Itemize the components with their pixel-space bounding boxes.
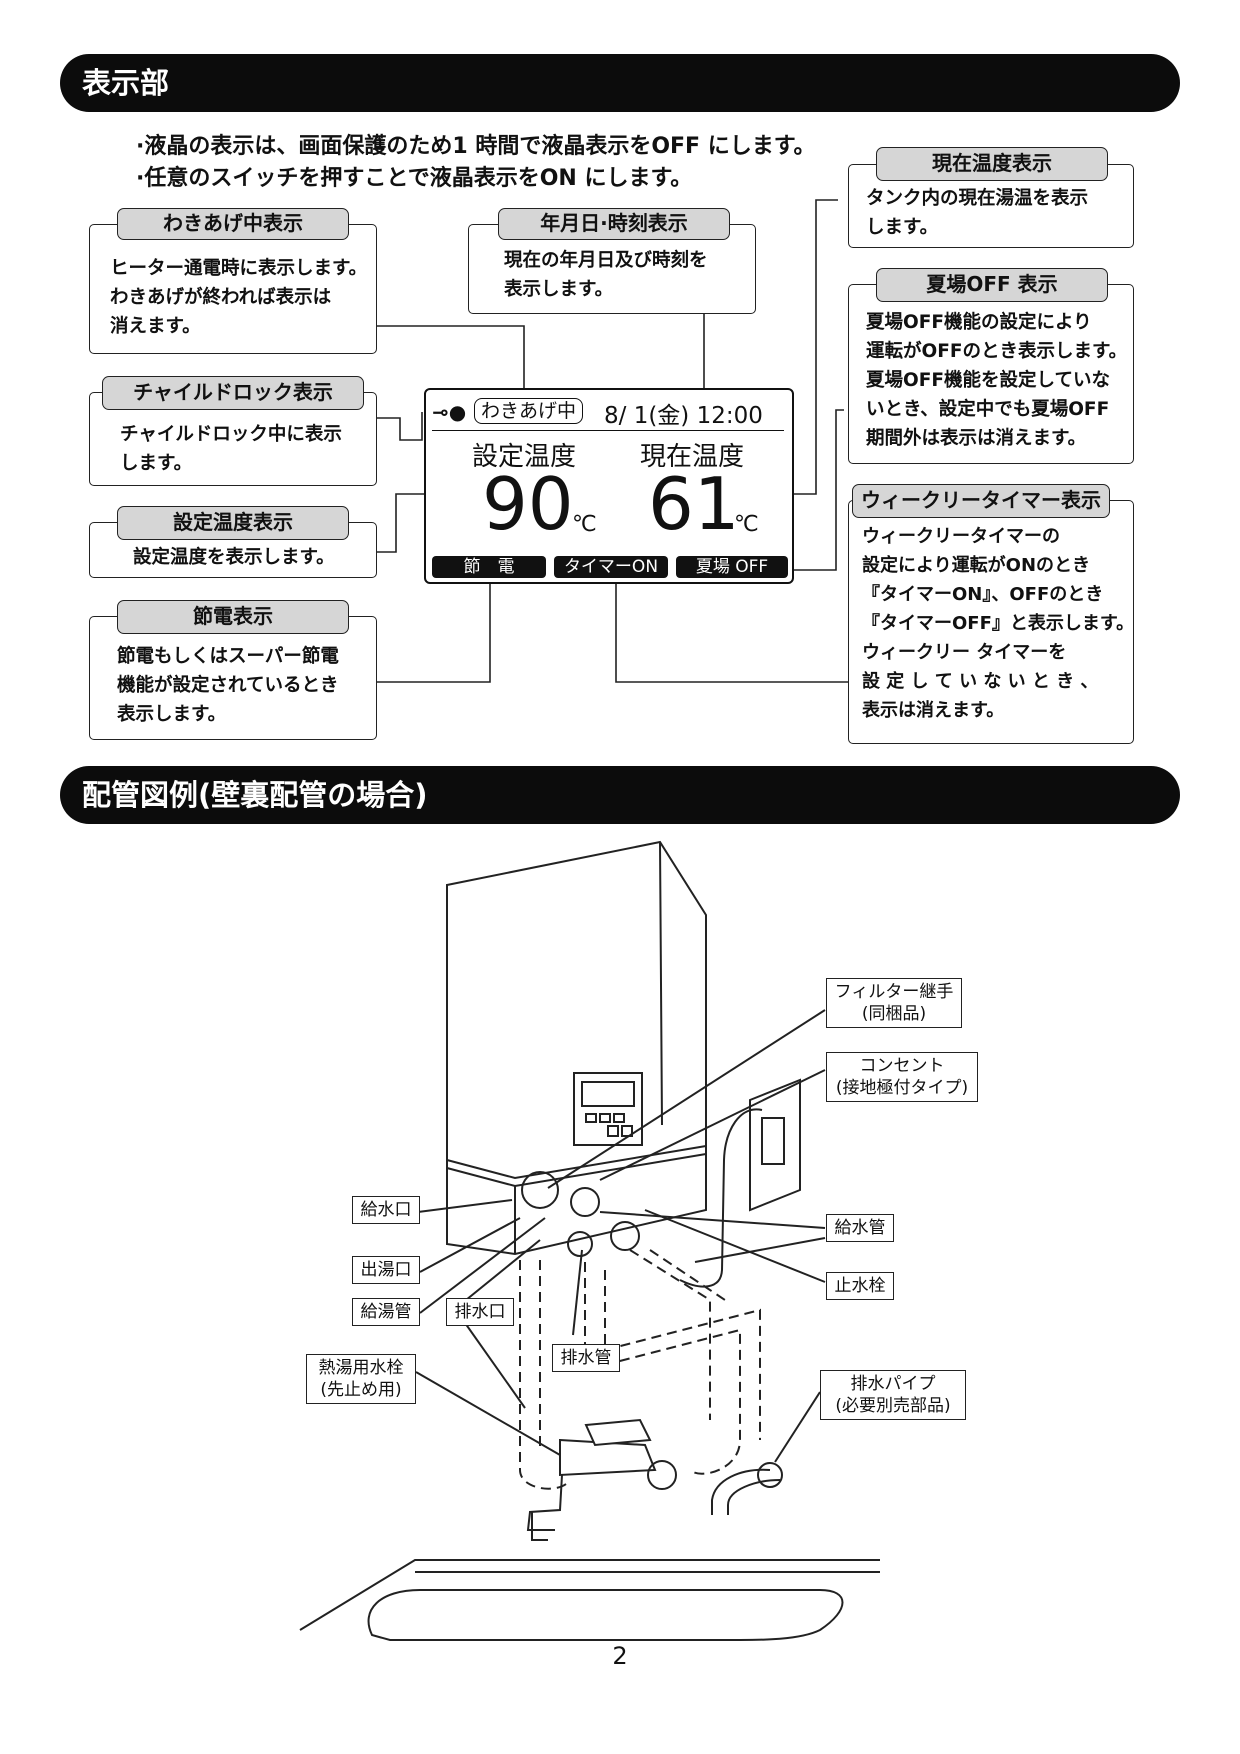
label-drain-trap: 排水パイプ (必要別売部品) (820, 1370, 966, 1420)
callout-natsuba-title: 夏場OFF 表示 (876, 268, 1108, 302)
lcd-set-temp-unit: ℃ (572, 512, 597, 537)
label-drain-pipe: 排水管 (552, 1344, 620, 1372)
callout-natsuba-text: 夏場OFF機能の設定により 運転がOFFのとき表示します。 夏場OFF機能を設定… (866, 312, 1128, 449)
label-supply-pipe: 給水管 (826, 1214, 894, 1242)
lcd-set-temp-value: 90 (482, 462, 574, 546)
label-filter-joint: フィルター継手 (同梱品) (826, 978, 962, 1028)
label-hot-faucet: 熱湯用水栓 (先止め用) (306, 1354, 416, 1404)
page-number: 2 (612, 1642, 628, 1670)
key-icon: ⊸● (432, 400, 467, 424)
callout-wakiage-text: ヒーター通電時に表示します。 わきあげが終われば表示は 消えます。 (110, 258, 368, 337)
section-header-piping: 配管図例(壁裏配管の場合) (60, 766, 1180, 824)
label-hot-outlet: 出湯口 (352, 1256, 420, 1284)
section-header-display: 表示部 (60, 54, 1180, 112)
callout-natsuba-box (848, 284, 1134, 464)
lcd-wakiage-indicator: わきあげ中 (474, 398, 584, 424)
lcd-set-temp-label: 設定温度 (472, 442, 577, 472)
callout-setsuden-title: 節電表示 (117, 600, 349, 634)
callout-weekly-timer-text: ウィークリータイマーの 設定により運転がONのとき 『タイマーON』、OFFのと… (862, 526, 1135, 721)
lcd-current-temp-label: 現在温度 (640, 442, 745, 472)
lcd-natsuba-indicator: 夏場 OFF (676, 556, 788, 578)
lcd-setsuden-indicator: 節 電 (432, 556, 546, 578)
callout-datetime-text: 現在の年月日及び時刻を 表示します。 (504, 250, 708, 300)
label-water-inlet: 給水口 (352, 1196, 420, 1224)
label-stop-valve: 止水栓 (826, 1272, 894, 1300)
label-drain-port: 排水口 (446, 1298, 514, 1326)
note-lcd-on: ·任意のスイッチを押すことで液晶表示をON にします。 (136, 166, 693, 191)
label-outlet: コンセント (接地極付タイプ) (826, 1052, 978, 1102)
label-hot-pipe: 給湯管 (352, 1298, 420, 1326)
callout-weekly-timer-box (848, 500, 1134, 744)
callout-child-lock-text: チャイルドロック中に表示 します。 (120, 424, 342, 474)
callout-current-temp-text: タンク内の現在湯温を表示 します。 (866, 188, 1089, 238)
note-lcd-off: ·液晶の表示は、画面保護のため1 時間で液晶表示をOFF にします。 (136, 134, 816, 159)
lcd-timer-indicator: タイマーON (554, 556, 668, 578)
callout-current-temp-title: 現在温度表示 (876, 147, 1108, 181)
callout-setsuden-text: 節電もしくはスーパー節電 機能が設定されているとき 表示します。 (117, 646, 339, 725)
lcd-divider (432, 430, 784, 431)
lcd-current-temp-unit: ℃ (734, 512, 759, 537)
callout-set-temp-title: 設定温度表示 (117, 506, 349, 540)
callout-weekly-timer-title: ウィークリータイマー表示 (852, 484, 1110, 518)
callout-leader-lines (342, 199, 850, 683)
callout-set-temp-text: 設定温度を表示します。 (133, 547, 335, 568)
lcd-panel: ⊸● わきあげ中 8/ 1(金) 12:00 設定温度 現在温度 90 ℃ 61… (424, 388, 794, 584)
callout-wakiage-title: わきあげ中表示 (117, 208, 349, 240)
lcd-datetime: 8/ 1(金) 12:00 (604, 403, 763, 429)
lcd-current-temp-value: 61 (648, 462, 740, 546)
callout-child-lock-title: チャイルドロック表示 (102, 376, 364, 410)
callout-datetime-title: 年月日·時刻表示 (498, 208, 730, 240)
